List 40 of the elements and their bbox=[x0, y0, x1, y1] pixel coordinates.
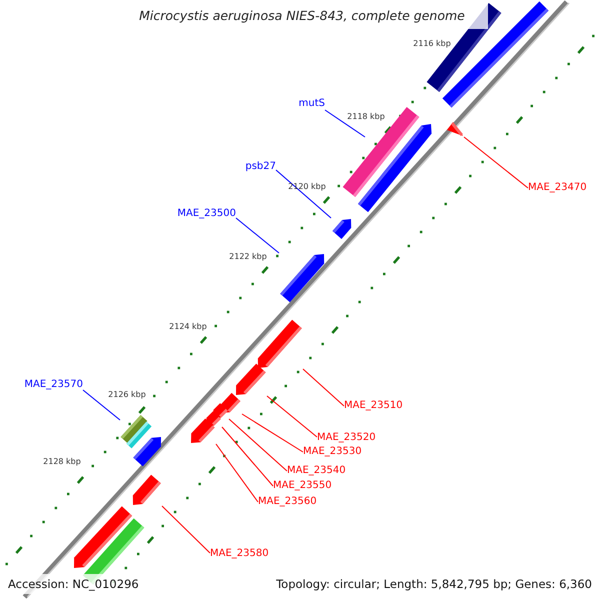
gene-label: MAE_23540 bbox=[287, 465, 346, 477]
gene-feature bbox=[190, 417, 216, 444]
gene-feature bbox=[445, 121, 464, 137]
gene-label: mutS bbox=[298, 98, 325, 110]
gene-label: MAE_23550 bbox=[273, 480, 332, 492]
scale-label: 2118 kbp bbox=[347, 112, 385, 122]
scale-label: 2122 kbp bbox=[229, 252, 267, 262]
gene-label: psb27 bbox=[245, 161, 276, 173]
gene-label: MAE_23510 bbox=[344, 400, 403, 412]
genome-summary-text: Topology: circular; Length: 5,842,795 bp; Genes: 6,360 bbox=[276, 576, 592, 593]
gene-feature bbox=[132, 436, 162, 468]
leader-line bbox=[324, 110, 366, 138]
gene-feature bbox=[125, 420, 153, 450]
leader-line bbox=[162, 506, 210, 554]
gene-label: MAE_23500 bbox=[177, 208, 236, 220]
gene-feature bbox=[256, 318, 303, 369]
scale-label: 2124 kbp bbox=[169, 322, 207, 332]
gene-feature bbox=[356, 123, 433, 214]
scale-label: 2126 kbp bbox=[108, 390, 146, 400]
gene-label: MAE_23570 bbox=[24, 379, 83, 391]
leader-line bbox=[276, 170, 332, 218]
leader-line bbox=[216, 444, 258, 502]
gene-label: MAE_23560 bbox=[258, 496, 317, 508]
gene-label: MAE_23470 bbox=[528, 182, 587, 194]
gene-label: MAE_23580 bbox=[210, 548, 269, 560]
gene-feature bbox=[235, 362, 267, 396]
gene-label: MAE_23520 bbox=[317, 432, 376, 444]
leader-line bbox=[82, 390, 120, 420]
leader-line bbox=[236, 218, 280, 254]
scale-label: 2116 kbp bbox=[413, 39, 451, 49]
leader-line bbox=[266, 396, 318, 438]
gene-feature bbox=[331, 218, 353, 240]
leader-line bbox=[464, 136, 528, 188]
leader-line bbox=[228, 418, 288, 472]
leader-line bbox=[242, 414, 304, 452]
gene-label: MAE_23530 bbox=[303, 446, 362, 458]
gene-feature bbox=[131, 473, 162, 506]
scale-label: 2128 kbp bbox=[43, 457, 81, 467]
gene-feature bbox=[279, 253, 326, 304]
leader-line bbox=[222, 426, 274, 486]
